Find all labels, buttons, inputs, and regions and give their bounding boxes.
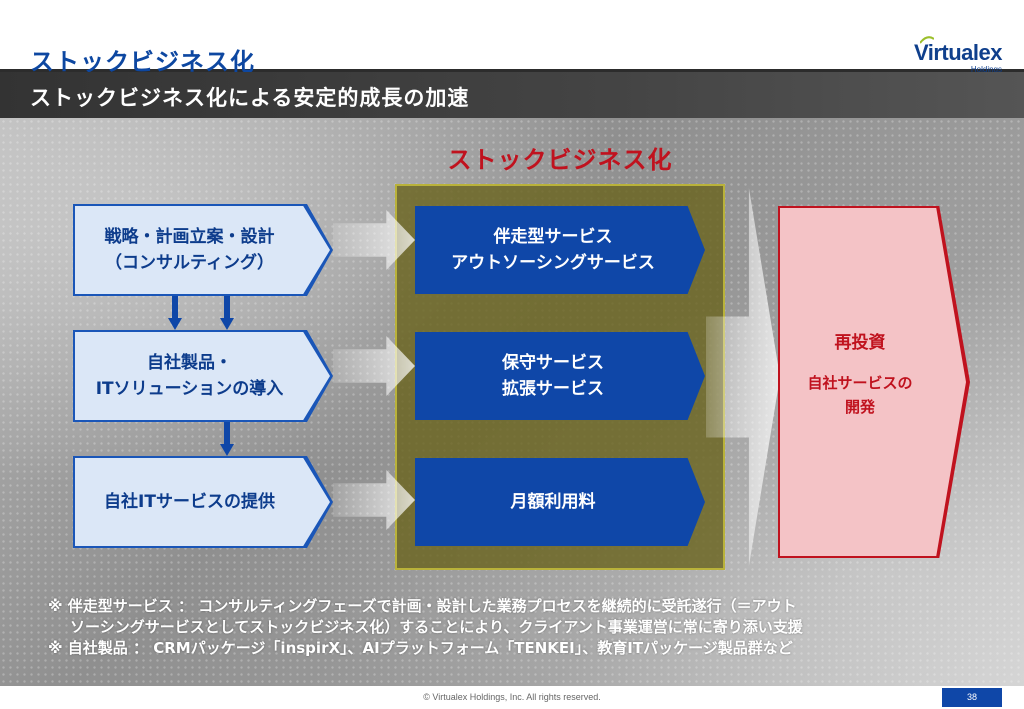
left-box-it-services: 自社ITサービスの提供 xyxy=(75,458,330,546)
footer: © Virtualex Holdings, Inc. All rights re… xyxy=(0,686,1024,709)
center-box-2-line1: 保守サービス xyxy=(502,353,604,373)
title-bar: ストックビジネス化 Virtualex Holdings xyxy=(0,16,1024,76)
logo-text: Virtualex xyxy=(913,40,1003,65)
footnotes: ※ 伴走型サービス ： コンサルティングフェーズで計画・設計した業務プロセスを継… xyxy=(48,596,1008,659)
down-arrow-2 xyxy=(220,296,234,330)
center-box-1-line1: 伴走型サービス xyxy=(493,227,613,247)
down-arrow-1 xyxy=(168,296,182,330)
subtitle-bar: ストックビジネス化による安定的成長の加速 xyxy=(0,72,1024,118)
center-box-2-line2: 拡張サービス xyxy=(502,379,604,399)
left-box-products: 自社製品・ ITソリューションの導入 xyxy=(75,332,330,420)
center-box-outsourcing: 伴走型サービス アウトソーシングサービス xyxy=(415,206,705,294)
logo-swoosh-icon xyxy=(919,36,934,44)
logo-subtext: Holdings xyxy=(970,65,1002,74)
note-1-line-1: ※ 伴走型サービス ： コンサルティングフェーズで計画・設計した業務プロセスを継… xyxy=(48,597,797,615)
reinvest-line2: 開発 xyxy=(844,398,875,416)
center-box-maintenance: 保守サービス 拡張サービス xyxy=(415,332,705,420)
stock-business-heading: ストックビジネス化 xyxy=(447,146,673,174)
top-strip xyxy=(0,0,1024,16)
slide-subtitle: ストックビジネス化による安定的成長の加速 xyxy=(30,86,470,110)
left-box-3-line1: 自社ITサービスの提供 xyxy=(104,492,275,512)
copyright: © Virtualex Holdings, Inc. All rights re… xyxy=(423,692,601,702)
center-box-3-line1: 月額利用料 xyxy=(510,492,596,512)
page-number: 38 xyxy=(942,688,1002,707)
slide-body: ストックビジネス化 戦略・計画立案・設計 （コンサルティング） 自社製品・ IT… xyxy=(0,118,1024,686)
note-2: ※ 自社製品 ： CRMパッケージ「inspirX」、AIプラットフォーム「TE… xyxy=(48,639,793,657)
left-box-1-line1: 戦略・計画立案・設計 xyxy=(104,227,275,247)
reinvest-box xyxy=(780,208,966,556)
page-title: ストックビジネス化 xyxy=(30,48,255,76)
note-1-line-2: ソーシングサービスとしてストックビジネス化）することにより、クライアント事業運営… xyxy=(70,618,803,636)
reinvest-title: 再投資 xyxy=(834,333,886,353)
company-logo: Virtualex Holdings xyxy=(913,36,1003,74)
reinvest-text: 再投資 自社サービスの 開発 xyxy=(780,328,940,419)
down-arrow-3 xyxy=(220,422,234,456)
left-box-2-line1: 自社製品・ xyxy=(147,353,232,373)
left-box-2-line2: ITソリューションの導入 xyxy=(95,379,284,399)
center-box-monthly-fee: 月額利用料 xyxy=(415,458,705,546)
left-box-1-line2: （コンサルティング） xyxy=(105,253,274,273)
left-box-consulting: 戦略・計画立案・設計 （コンサルティング） xyxy=(75,206,330,294)
reinvest-line1: 自社サービスの xyxy=(807,374,913,392)
center-box-1-line2: アウトソーシングサービス xyxy=(451,253,655,273)
